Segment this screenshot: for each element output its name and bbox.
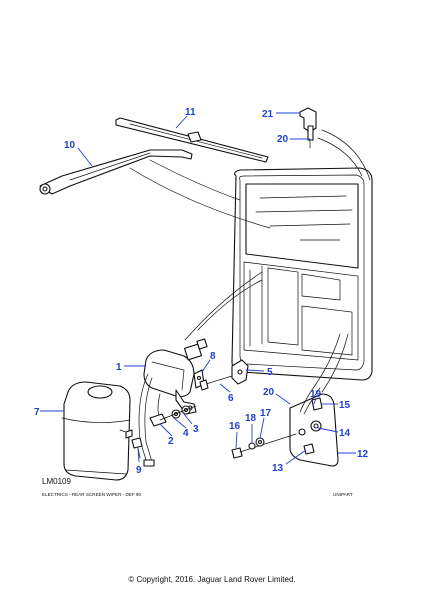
washer-jet-elbow — [299, 107, 317, 149]
wiper-blade — [115, 117, 269, 163]
wiper-motor — [138, 338, 208, 467]
callout-1: 1 — [116, 362, 122, 373]
callout-18: 18 — [245, 413, 257, 424]
callout-2: 2 — [168, 436, 174, 447]
callout-17: 17 — [260, 408, 272, 419]
callout-5: 5 — [267, 367, 273, 378]
callout-12: 12 — [357, 449, 369, 460]
callout-7: 7 — [34, 407, 40, 418]
source-label: UNIPART — [333, 492, 353, 497]
washer-pump — [289, 383, 339, 467]
callout-19: 19 — [310, 389, 322, 400]
callout-9: 9 — [136, 465, 142, 476]
washer-reservoir — [61, 381, 133, 481]
callout-labels: 1 2 3 4 5 6 7 8 9 10 11 12 13 14 15 16 1… — [34, 107, 369, 476]
bolt-and-plate — [199, 359, 249, 391]
callout-3: 3 — [193, 424, 199, 435]
reservoir-screw — [131, 437, 143, 459]
callout-4: 4 — [183, 428, 189, 439]
callout-16: 16 — [229, 421, 241, 432]
callout-15: 15 — [339, 400, 351, 411]
callout-20-lower: 20 — [263, 387, 275, 398]
diagram-caption: ELECTRICS - REAR SCREEN WIPER - DEF 90 — [42, 492, 141, 497]
wiper-arm — [39, 149, 193, 195]
callout-13: 13 — [272, 463, 284, 474]
callout-10: 10 — [64, 140, 76, 151]
callout-11: 11 — [185, 107, 196, 118]
callout-6: 6 — [228, 393, 234, 404]
spindle-nut-set — [231, 433, 297, 459]
motor-fixings — [149, 405, 197, 427]
callout-leaders — [40, 112, 356, 465]
callout-20-upper: 20 — [277, 134, 289, 145]
callout-8: 8 — [210, 351, 216, 362]
copyright-notice: © Copyright, 2016. Jaguar Land Rover Lim… — [128, 575, 295, 584]
callout-21: 21 — [262, 109, 274, 120]
callout-14: 14 — [339, 428, 351, 439]
reference-code: LM0109 — [42, 477, 71, 486]
